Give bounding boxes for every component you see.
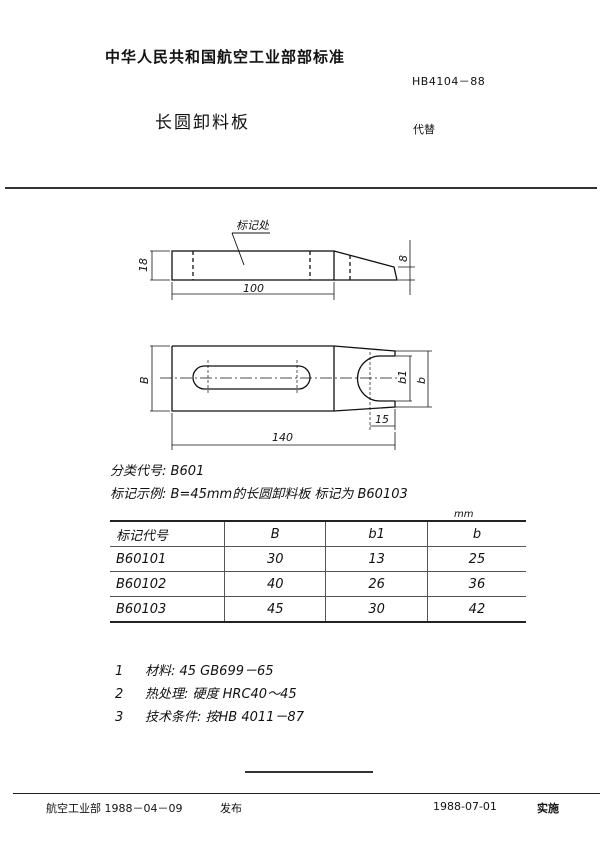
cell-b: 42 [426, 596, 526, 623]
cell-b1: 13 [325, 546, 428, 572]
dim-b: b [415, 377, 428, 384]
classification-value: B601 [170, 464, 205, 479]
dim-tip-8: 8 [397, 255, 410, 262]
marking-example: 标记示例: B=45mm的长圆卸料板 标记为 B60103 [110, 483, 408, 502]
organization-heading: 中华人民共和国航空工业部部标准 [105, 48, 346, 66]
note-text: 技术条件: 按HB 4011－87 [145, 710, 304, 725]
header-B: B [223, 520, 326, 547]
dim-b1: b1 [396, 370, 409, 384]
technical-notes: 1 材料: 45 GB699－65 2 热处理: 硬度 HRC40～45 3 技术条件… [115, 660, 304, 729]
marking-example-label: 标记示例: [110, 487, 167, 502]
table-header-row: 标记代号 B b1 b [110, 520, 526, 547]
header-divider [5, 187, 597, 189]
note-text: 材料: 45 GB699－65 [145, 664, 274, 679]
classification-label: 分类代号: [110, 464, 167, 479]
marking-location-label: 标记处 [236, 219, 270, 232]
note-text: 热处理: 硬度 HRC40～45 [145, 687, 297, 702]
cell-B: 45 [223, 596, 326, 623]
note-item: 1 材料: 45 GB699－65 [115, 660, 304, 683]
dim-height-18: 18 [137, 258, 150, 272]
dim-length-100: 100 [243, 282, 264, 295]
note-number: 3 [115, 710, 124, 725]
header-marking-code: 标记代号 [110, 520, 225, 547]
footer-issuer: 航空工业部 1988－04－09 [46, 802, 183, 815]
standard-code: HB4104－88 [412, 75, 486, 88]
dim-15: 15 [375, 413, 389, 426]
top-view [150, 345, 432, 450]
marking-example-text: B=45mm的长圆卸料板 标记为 B60103 [170, 487, 408, 502]
table-unit: mm [454, 509, 474, 520]
document-title: 长圆卸料板 [155, 113, 250, 133]
cell-B: 30 [223, 546, 326, 572]
end-mark-rule [245, 771, 373, 773]
footer-effective-date: 1988-07-01 [433, 800, 497, 813]
note-number: 1 [115, 664, 124, 679]
dim-length-140: 140 [272, 431, 293, 444]
table-row: B60102 40 26 36 [110, 571, 526, 597]
footer-effective-label: 实施 [537, 802, 559, 815]
dim-width-B: B [138, 376, 151, 384]
header-b: b [426, 520, 526, 547]
header-b1: b1 [325, 520, 428, 547]
dimension-table: 标记代号 B b1 b B60101 30 13 25 B60102 40 26… [110, 520, 526, 623]
cell-b1: 26 [325, 571, 428, 597]
note-item: 3 技术条件: 按HB 4011－87 [115, 706, 304, 729]
footer-issued-label: 发布 [220, 802, 242, 815]
footer-divider [13, 793, 600, 794]
cell-B: 40 [223, 571, 326, 597]
cell-code: B60101 [110, 546, 225, 572]
classification-code: 分类代号: B601 [110, 460, 204, 479]
replaces-label: 代替 [413, 123, 435, 136]
cell-b: 25 [426, 546, 526, 572]
note-number: 2 [115, 687, 124, 702]
cell-code: B60102 [110, 571, 225, 597]
note-item: 2 热处理: 硬度 HRC40～45 [115, 683, 304, 706]
technical-drawing: 标记处 18 100 8 B b1 b 15 140 [137, 219, 432, 450]
cell-b: 36 [426, 571, 526, 597]
table-row: B60101 30 13 25 [110, 546, 526, 572]
side-view [150, 232, 415, 300]
table-row: B60103 45 30 42 [110, 596, 526, 623]
cell-code: B60103 [110, 596, 225, 623]
cell-b1: 30 [325, 596, 428, 623]
